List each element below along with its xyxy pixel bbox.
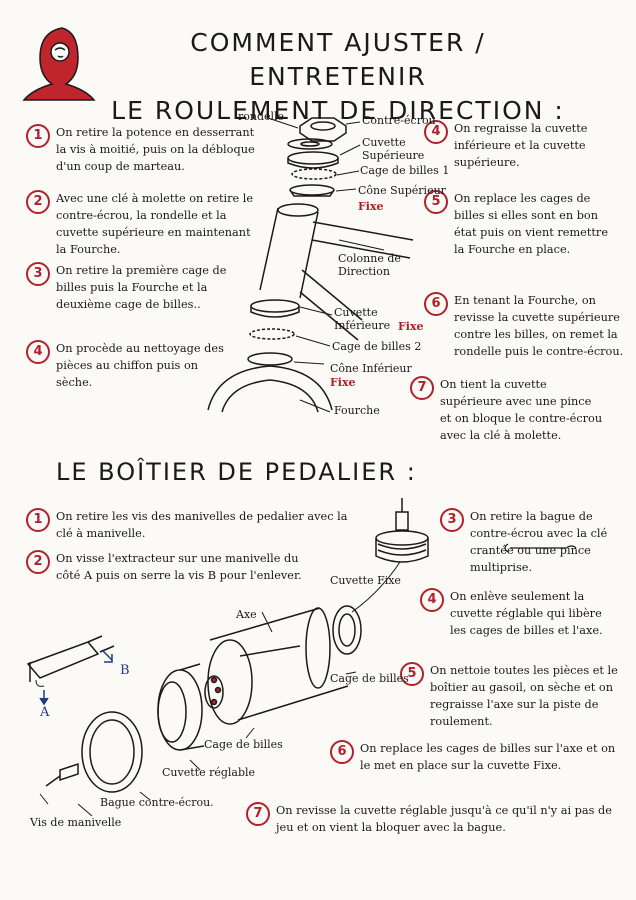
- step-text: On procède au nettoyage des pièces au ch…: [56, 342, 224, 389]
- label-cage-billes-left: Cage de billes: [204, 738, 283, 751]
- step-text: On regraisse la cuvette inférieure et la…: [454, 122, 588, 169]
- step-number-badge: 4: [26, 340, 50, 364]
- label-cuvette-inferieure: Cuvette Inférieure: [334, 306, 391, 332]
- step-number-badge: 1: [26, 124, 50, 148]
- label-colonne-direction: Colonne de Direction: [338, 252, 401, 278]
- label-axe: Axe: [236, 608, 257, 621]
- section-title-pedalier: LE BOÎTIER DE PEDALIER :: [56, 458, 417, 486]
- page-title-line2: LE ROULEMENT DE DIRECTION :: [111, 96, 565, 125]
- step-number-badge: 4: [420, 588, 444, 612]
- step-number-badge: 6: [330, 740, 354, 764]
- step-number-badge: 6: [424, 292, 448, 316]
- step-number-badge: 5: [400, 662, 424, 686]
- label-fixe-top: Fixe: [358, 200, 384, 213]
- label-cone-superieur: Cône Supérieur: [358, 184, 446, 197]
- step-text: On retire la première cage de billes pui…: [56, 264, 227, 311]
- step-text: On tient la cuvette supérieure avec une …: [440, 378, 603, 442]
- label-cone-inferieur: Cône Inférieur: [330, 362, 412, 375]
- step-number-badge: 3: [440, 508, 464, 532]
- bottom-bracket-diagram: [26, 498, 577, 817]
- direction-step-4-right: 4 On regraisse la cuvette inférieure et …: [424, 120, 620, 171]
- step-text: On retire la potence en desserrant la vi…: [56, 126, 255, 173]
- pedalier-step-4: 4 On enlève seulement la cuvette réglabl…: [420, 588, 620, 639]
- headset-diagram: [207, 117, 414, 413]
- step-number-badge: 1: [26, 508, 50, 532]
- step-text: On enlève seulement la cuvette réglable …: [450, 590, 603, 637]
- step-text: On replace les cages de billes sur l'axe…: [360, 742, 616, 772]
- direction-step-7: 7 On tient la cuvette supérieure avec un…: [410, 376, 606, 444]
- pedalier-step-6: 6 On replace les cages de billes sur l'a…: [330, 740, 620, 774]
- step-number-badge: 7: [410, 376, 434, 400]
- label-cage-billes-2: Cage de billes 2: [332, 340, 422, 353]
- logo-icon: [22, 27, 96, 101]
- label-vis-manivelle: Vis de manivelle: [30, 816, 122, 829]
- step-text: On replace les cages de billes si elles …: [454, 192, 609, 256]
- label-b-diagram: B: [120, 663, 130, 678]
- label-cage-billes-right: Cage de billes: [330, 672, 409, 685]
- direction-step-5: 5 On replace les cages de billes si elle…: [424, 190, 620, 258]
- step-text: On retire la bague de contre-écrou avec …: [470, 510, 608, 574]
- pedalier-step-3: 3 On retire la bague de contre-écrou ave…: [440, 508, 620, 576]
- label-fourche: Fourche: [334, 404, 380, 417]
- direction-step-1: 1 On retire la potence en desserrant la …: [26, 124, 262, 175]
- label-cuvette-fixe: Cuvette Fixe: [330, 574, 401, 587]
- label-rondelle: rondelle: [238, 110, 285, 123]
- direction-step-4-left: 4 On procède au nettoyage des pièces au …: [26, 340, 226, 391]
- step-text: En tenant la Fourche, on revisse la cuve…: [454, 294, 624, 358]
- pedalier-step-5: 5 On nettoie toutes les pièces et le boî…: [400, 662, 628, 730]
- pedalier-step-2: 2 On visse l'extracteur sur une manivell…: [26, 550, 326, 584]
- label-fixe-cone-inf: Fixe: [330, 376, 356, 389]
- label-fixe-inf: Fixe: [398, 320, 424, 333]
- pedalier-step-1: 1 On retire les vis des manivelles de pe…: [26, 508, 366, 542]
- label-bague-contre-ecrou: Bague contre-écrou.: [100, 796, 214, 809]
- label-cuvette-reglable: Cuvette réglable: [162, 766, 256, 779]
- step-number-badge: 2: [26, 550, 50, 574]
- step-number-badge: 5: [424, 190, 448, 214]
- direction-step-6: 6 En tenant la Fourche, on revisse la cu…: [424, 292, 624, 360]
- label-a-diagram: A: [40, 705, 50, 720]
- step-number-badge: 4: [424, 120, 448, 144]
- direction-step-3: 3 On retire la première cage de billes p…: [26, 262, 246, 313]
- step-text: On revisse la cuvette réglable jusqu'à c…: [276, 804, 612, 834]
- label-cuvette-superieure: Cuvette Supérieure: [362, 136, 425, 162]
- step-text: On nettoie toutes les pièces et le boîti…: [430, 664, 618, 728]
- step-text: Avec une clé à molette on retire le cont…: [56, 192, 254, 256]
- step-number-badge: 2: [26, 190, 50, 214]
- page-title-line1: COMMENT AJUSTER / ENTRETENIR: [190, 28, 486, 91]
- step-number-badge: 3: [26, 262, 50, 286]
- step-text: On visse l'extracteur sur une manivelle …: [56, 552, 302, 582]
- label-contre-ecrou: Contre-écrou: [362, 114, 436, 127]
- step-text: On retire les vis des manivelles de peda…: [56, 510, 348, 540]
- direction-step-2: 2 Avec une clé à molette on retire le co…: [26, 190, 262, 258]
- label-cage-billes-1: Cage de billes 1: [360, 164, 450, 177]
- pedalier-step-7: 7 On revisse la cuvette réglable jusqu'à…: [246, 802, 616, 836]
- step-number-badge: 7: [246, 802, 270, 826]
